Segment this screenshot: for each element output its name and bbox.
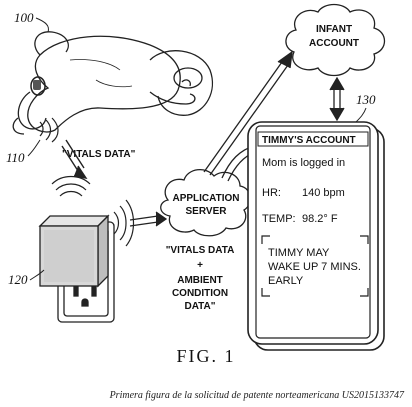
phone-msg-2: WAKE UP 7 MINS. xyxy=(268,261,361,273)
phone-title: TIMMY'S ACCOUNT xyxy=(262,135,356,146)
base-signal-right xyxy=(113,199,135,247)
base-station-device xyxy=(38,214,110,288)
vitals-ambient-line-1: "VITALS DATA xyxy=(166,245,235,256)
app-server-label-2: SERVER xyxy=(186,206,228,217)
vitals-ambient-line-3: AMBIENT xyxy=(177,275,223,286)
phone-temp-value: 98.2° F xyxy=(302,213,338,225)
ref-120: 120 xyxy=(8,272,28,287)
leader-100 xyxy=(35,17,49,33)
figure-caption: Primera figura de la solicitud de patent… xyxy=(109,390,405,401)
leader-130 xyxy=(355,107,367,123)
vitals-ambient-plus: + xyxy=(197,260,203,271)
phone-message-box xyxy=(261,235,369,297)
arrow-base-to-server xyxy=(129,211,168,227)
sensor-signal-marks xyxy=(39,117,59,143)
infant-account-label-2: ACCOUNT xyxy=(309,38,359,49)
arrow-account-phone xyxy=(329,76,345,122)
base-signal-up xyxy=(51,175,91,197)
vitals-ambient-line-4: CONDITION xyxy=(172,288,228,299)
phone-msg-1: TIMMY MAY xyxy=(268,247,330,259)
vitals-data-label: "VITALS DATA" xyxy=(62,149,136,160)
leader-120 xyxy=(29,269,45,281)
ref-130: 130 xyxy=(356,92,376,107)
phone-title-box xyxy=(257,131,369,147)
phone-msg-3: EARLY xyxy=(268,275,304,287)
phone-hr-label: HR: xyxy=(262,187,281,199)
vitals-ambient-label: "VITALS DATA + AMBIENT CONDITION DATA" xyxy=(166,245,235,312)
ref-100: 100 xyxy=(14,10,34,25)
figure-label: FIG. 1 xyxy=(176,346,235,366)
phone-hr-value: 140 bpm xyxy=(302,187,345,199)
app-server-label-1: APPLICATION xyxy=(172,193,239,204)
baby-illustration xyxy=(12,31,214,135)
vitals-ambient-line-5: DATA" xyxy=(184,301,215,312)
phone-device xyxy=(247,121,385,351)
arrow-server-to-account xyxy=(203,50,293,176)
leader-110 xyxy=(27,139,41,157)
phone-temp-label: TEMP: xyxy=(262,213,296,225)
infant-account-label-1: INFANT xyxy=(316,24,352,35)
application-server-cloud xyxy=(160,169,251,237)
phone-status: Mom is logged in xyxy=(262,157,345,169)
ref-110: 110 xyxy=(6,150,25,165)
infant-account-cloud xyxy=(285,3,386,77)
